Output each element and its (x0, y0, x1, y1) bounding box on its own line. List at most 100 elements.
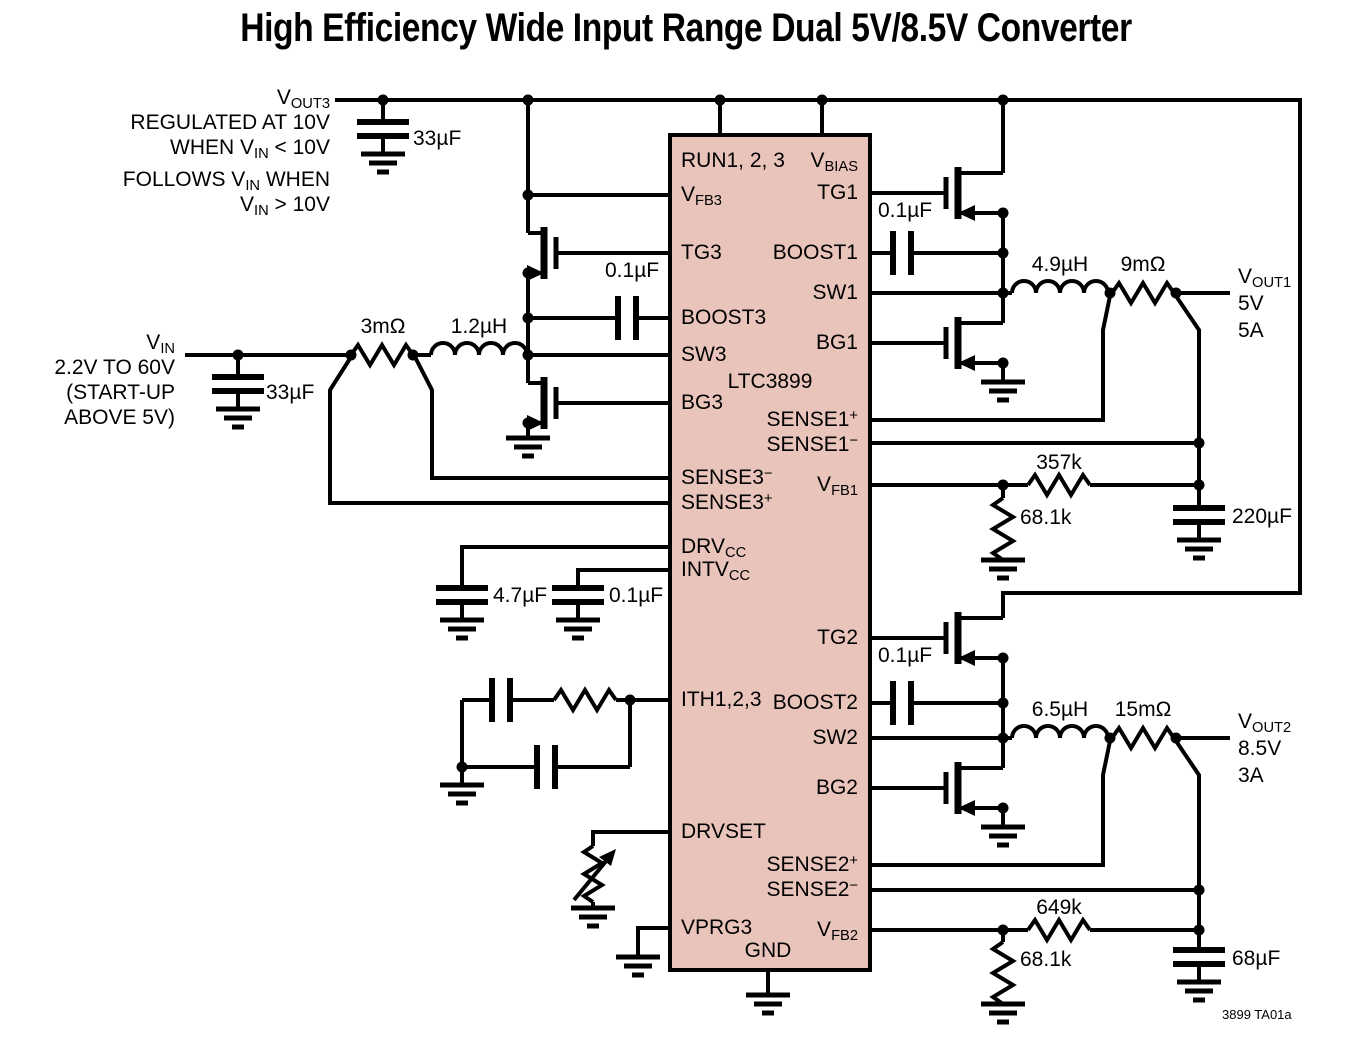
vout2-symbol: VOUT2 (1238, 710, 1292, 737)
junction-dots (232, 94, 1205, 936)
capacitor-intvcc (552, 585, 604, 605)
pin-label-sw2: SW2 (812, 726, 858, 749)
value-rsense2: 15mΩ (1114, 698, 1172, 721)
inductor-l3 (429, 341, 529, 356)
wire (1174, 739, 1201, 890)
pin-label-sw3: SW3 (681, 343, 727, 366)
ground-icon (1177, 537, 1221, 561)
junction-dot (997, 924, 1009, 936)
junction-dot (1104, 287, 1116, 299)
value-cintvcc: 0.1µF (609, 584, 664, 607)
wire (870, 740, 1112, 867)
value-rfb1bot: 68.1k (1020, 506, 1072, 529)
pin-label-sense3n: SENSE3− (681, 466, 773, 489)
junction-dot (997, 207, 1009, 219)
capacitor-ith-parallel (534, 745, 558, 789)
ground-icon (746, 992, 790, 1016)
wire (870, 295, 1112, 422)
vin-line4: ABOVE 5V) (64, 406, 175, 429)
pin-label-boost3: BOOST3 (681, 306, 767, 329)
mosfet-bg1 (870, 317, 1003, 371)
ic-ltc3899-body (668, 133, 872, 972)
resistor-649k (1026, 916, 1092, 944)
vout1-volts: 5V (1238, 292, 1264, 315)
junction-dot (997, 94, 1009, 106)
junction-dot (522, 94, 534, 106)
junction-dot (997, 357, 1009, 369)
note-vout1: VOUT1 5V 5A (1238, 263, 1291, 344)
capacitor-cout1 (1173, 505, 1225, 540)
pin-label-sw1: SW1 (812, 281, 858, 304)
capacitor-boost2 (890, 681, 914, 725)
pin-label-bg2: BG2 (815, 776, 858, 799)
junction-dot (522, 312, 534, 324)
value-l1: 4.9µH (1031, 253, 1089, 276)
mosfet-tg2 (870, 612, 1003, 666)
wire (328, 355, 670, 505)
pin-label-tg3: TG3 (681, 241, 722, 264)
value-cboost2: 0.1µF (878, 644, 933, 667)
value-rsense1: 9mΩ (1120, 253, 1166, 276)
pin-label-sense1n: SENSE1− (766, 433, 858, 456)
value-cdrvcc: 4.7µF (493, 584, 548, 607)
ic-part-number: LTC3899 (727, 370, 813, 393)
ground-symbols (216, 151, 1221, 1025)
capacitor-cvin (212, 355, 264, 409)
junction-dot (1193, 479, 1205, 491)
vout1-symbol: VOUT1 (1238, 265, 1292, 292)
pin-label-tg1: TG1 (817, 181, 858, 204)
junction-dot (522, 417, 534, 429)
mosfet-tg3 (527, 227, 670, 281)
pin-label-bg3: BG3 (681, 391, 724, 414)
junction-dot (345, 349, 357, 361)
ground-icon (981, 557, 1025, 581)
pin-label-sense2p: SENSE2+ (766, 853, 858, 876)
junction-dot (1193, 924, 1205, 936)
note-vout3: VOUT3 REGULATED AT 10V WHEN VIN < 10V FO… (123, 85, 330, 218)
vout3-line3: WHEN VIN < 10V (170, 136, 330, 163)
junction-dot (522, 267, 534, 279)
junction-dot (1170, 287, 1182, 299)
pin-label-vfb2: VFB2 (817, 918, 858, 945)
junction-dot (997, 652, 1009, 664)
ground-icon (616, 954, 660, 978)
value-cboost3: 0.1µF (605, 259, 660, 282)
junction-dot (1193, 884, 1205, 896)
pin-label-sense1p: SENSE1+ (766, 408, 858, 431)
vout2-volts: 8.5V (1238, 737, 1282, 760)
pin-label-vprg3: VPRG3 (681, 916, 753, 939)
figure-watermark: 3899 TA01a (1222, 1007, 1292, 1022)
junction-dot (997, 732, 1009, 744)
junction-dot (1104, 732, 1116, 744)
note-vout2: VOUT2 8.5V 3A (1238, 708, 1291, 789)
pin-label-boost2: BOOST2 (772, 691, 858, 714)
inductor-l1 (1010, 279, 1110, 294)
junction-dot (997, 479, 1009, 491)
pin-label-sense2n: SENSE2− (766, 878, 858, 901)
capacitor-drvcc (436, 585, 488, 605)
value-rfb2bot: 68.1k (1020, 948, 1072, 971)
value-l2: 6.5µH (1031, 698, 1089, 721)
inductor-l2 (1010, 724, 1110, 739)
ground-icon (981, 824, 1025, 848)
resistor-ith (552, 686, 618, 714)
ground-icon (506, 435, 550, 459)
pin-label-intvcc: INTVCC (681, 558, 751, 585)
vin-symbol: VIN (146, 331, 175, 358)
junction-dot (816, 94, 828, 106)
capacitor-cout2 (1173, 947, 1225, 982)
junction-dot (997, 247, 1009, 259)
vout2-amps: 3A (1238, 764, 1264, 787)
value-rfb2top: 649k (1036, 896, 1082, 919)
pin-label-run: RUN1, 2, 3 (681, 149, 785, 172)
vin-line2: 2.2V TO 60V (54, 356, 175, 379)
junction-dot (1170, 732, 1182, 744)
value-rfb1top: 357k (1036, 451, 1082, 474)
value-cout2: 68µF (1232, 947, 1281, 970)
junction-dot (997, 287, 1009, 299)
junction-dot (714, 94, 726, 106)
resistor-rsense3 (349, 341, 415, 369)
pin-label-boost1: BOOST1 (772, 241, 858, 264)
mosfet-bg2 (870, 762, 1003, 816)
